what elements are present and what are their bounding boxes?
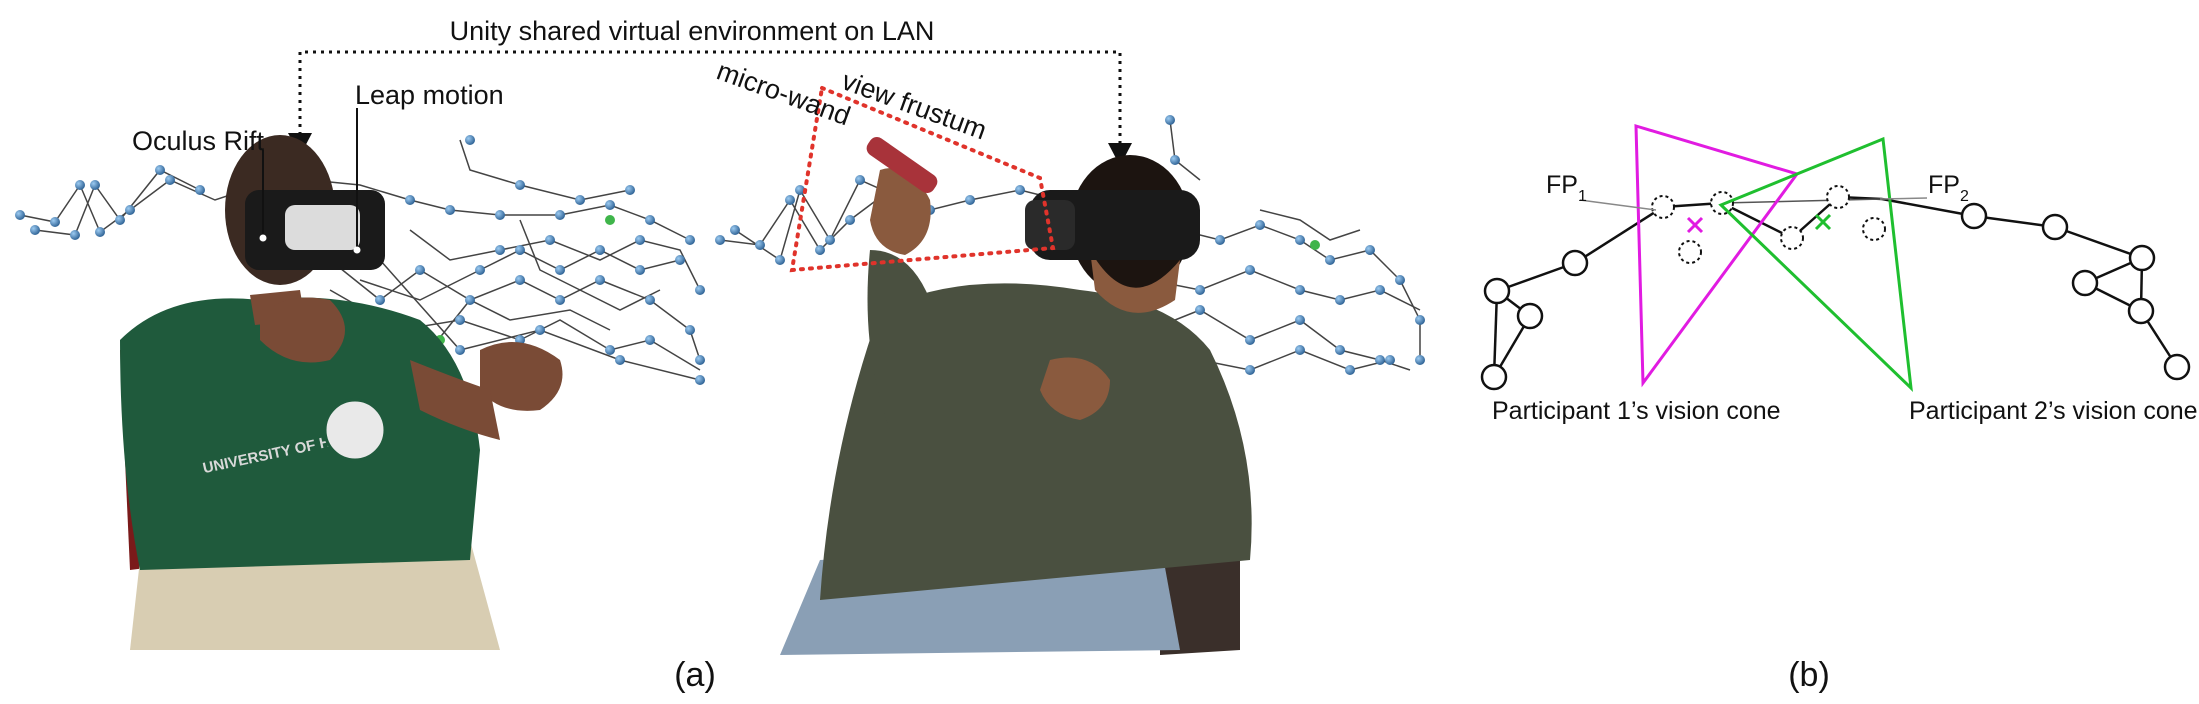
view-frustum — [789, 85, 1056, 273]
micro-wand-device — [866, 137, 938, 193]
fp2-label: FP2 — [1928, 171, 1969, 205]
right-down-arrow — [1108, 143, 1132, 166]
oculus-rift-label: Oculus Rift — [132, 126, 265, 156]
shirt-seal — [323, 398, 387, 462]
panel-a: Unity shared virtual environment on LAN — [15, 16, 1425, 694]
fp2-leader — [1879, 197, 1928, 200]
view-frustum-label: view frustum — [838, 65, 991, 145]
leap-motion-label: Leap motion — [355, 80, 504, 110]
fp1-leader — [1579, 199, 1657, 211]
left-participant: UNIVERSITY OF HAWAI'I — [120, 135, 563, 650]
participant-1-cone-label: Participant 1’s vision cone — [1492, 397, 1781, 425]
left-shirt — [120, 297, 480, 570]
participant-2-vision-cone — [1718, 136, 1913, 392]
right-chair — [1160, 550, 1240, 655]
panel-b: FP1 FP2 Participant 1’s vision cone Part… — [1480, 123, 2198, 694]
oculus-callout-dot — [259, 234, 267, 242]
left-arm — [410, 360, 500, 440]
shared-environment-label: Unity shared virtual environment on LAN — [450, 16, 935, 46]
focus-point-1-marker — [1686, 216, 1704, 234]
participant-2-cone-label: Participant 2’s vision cone — [1909, 397, 2198, 425]
left-hand-a — [260, 297, 345, 363]
leap-motion-device — [285, 205, 360, 250]
focus-point-2-marker — [1814, 213, 1832, 231]
right-hand-down — [1040, 357, 1110, 420]
right-face — [1090, 250, 1180, 313]
right-hand-up — [870, 168, 931, 255]
graph-nodes-solid — [1480, 202, 2191, 391]
right-participant — [780, 137, 1252, 655]
right-headset-front — [1025, 200, 1075, 250]
leap-callout-dot — [353, 246, 361, 254]
shared-environment-connector — [298, 50, 1122, 145]
left-hand-b — [480, 342, 563, 411]
panel-b-caption: (b) — [1788, 656, 1830, 694]
participant-1-vision-cone — [1634, 123, 1800, 388]
right-raised-arm — [867, 250, 960, 430]
panel-a-caption: (a) — [674, 656, 716, 694]
fp1-label: FP1 — [1546, 171, 1587, 205]
